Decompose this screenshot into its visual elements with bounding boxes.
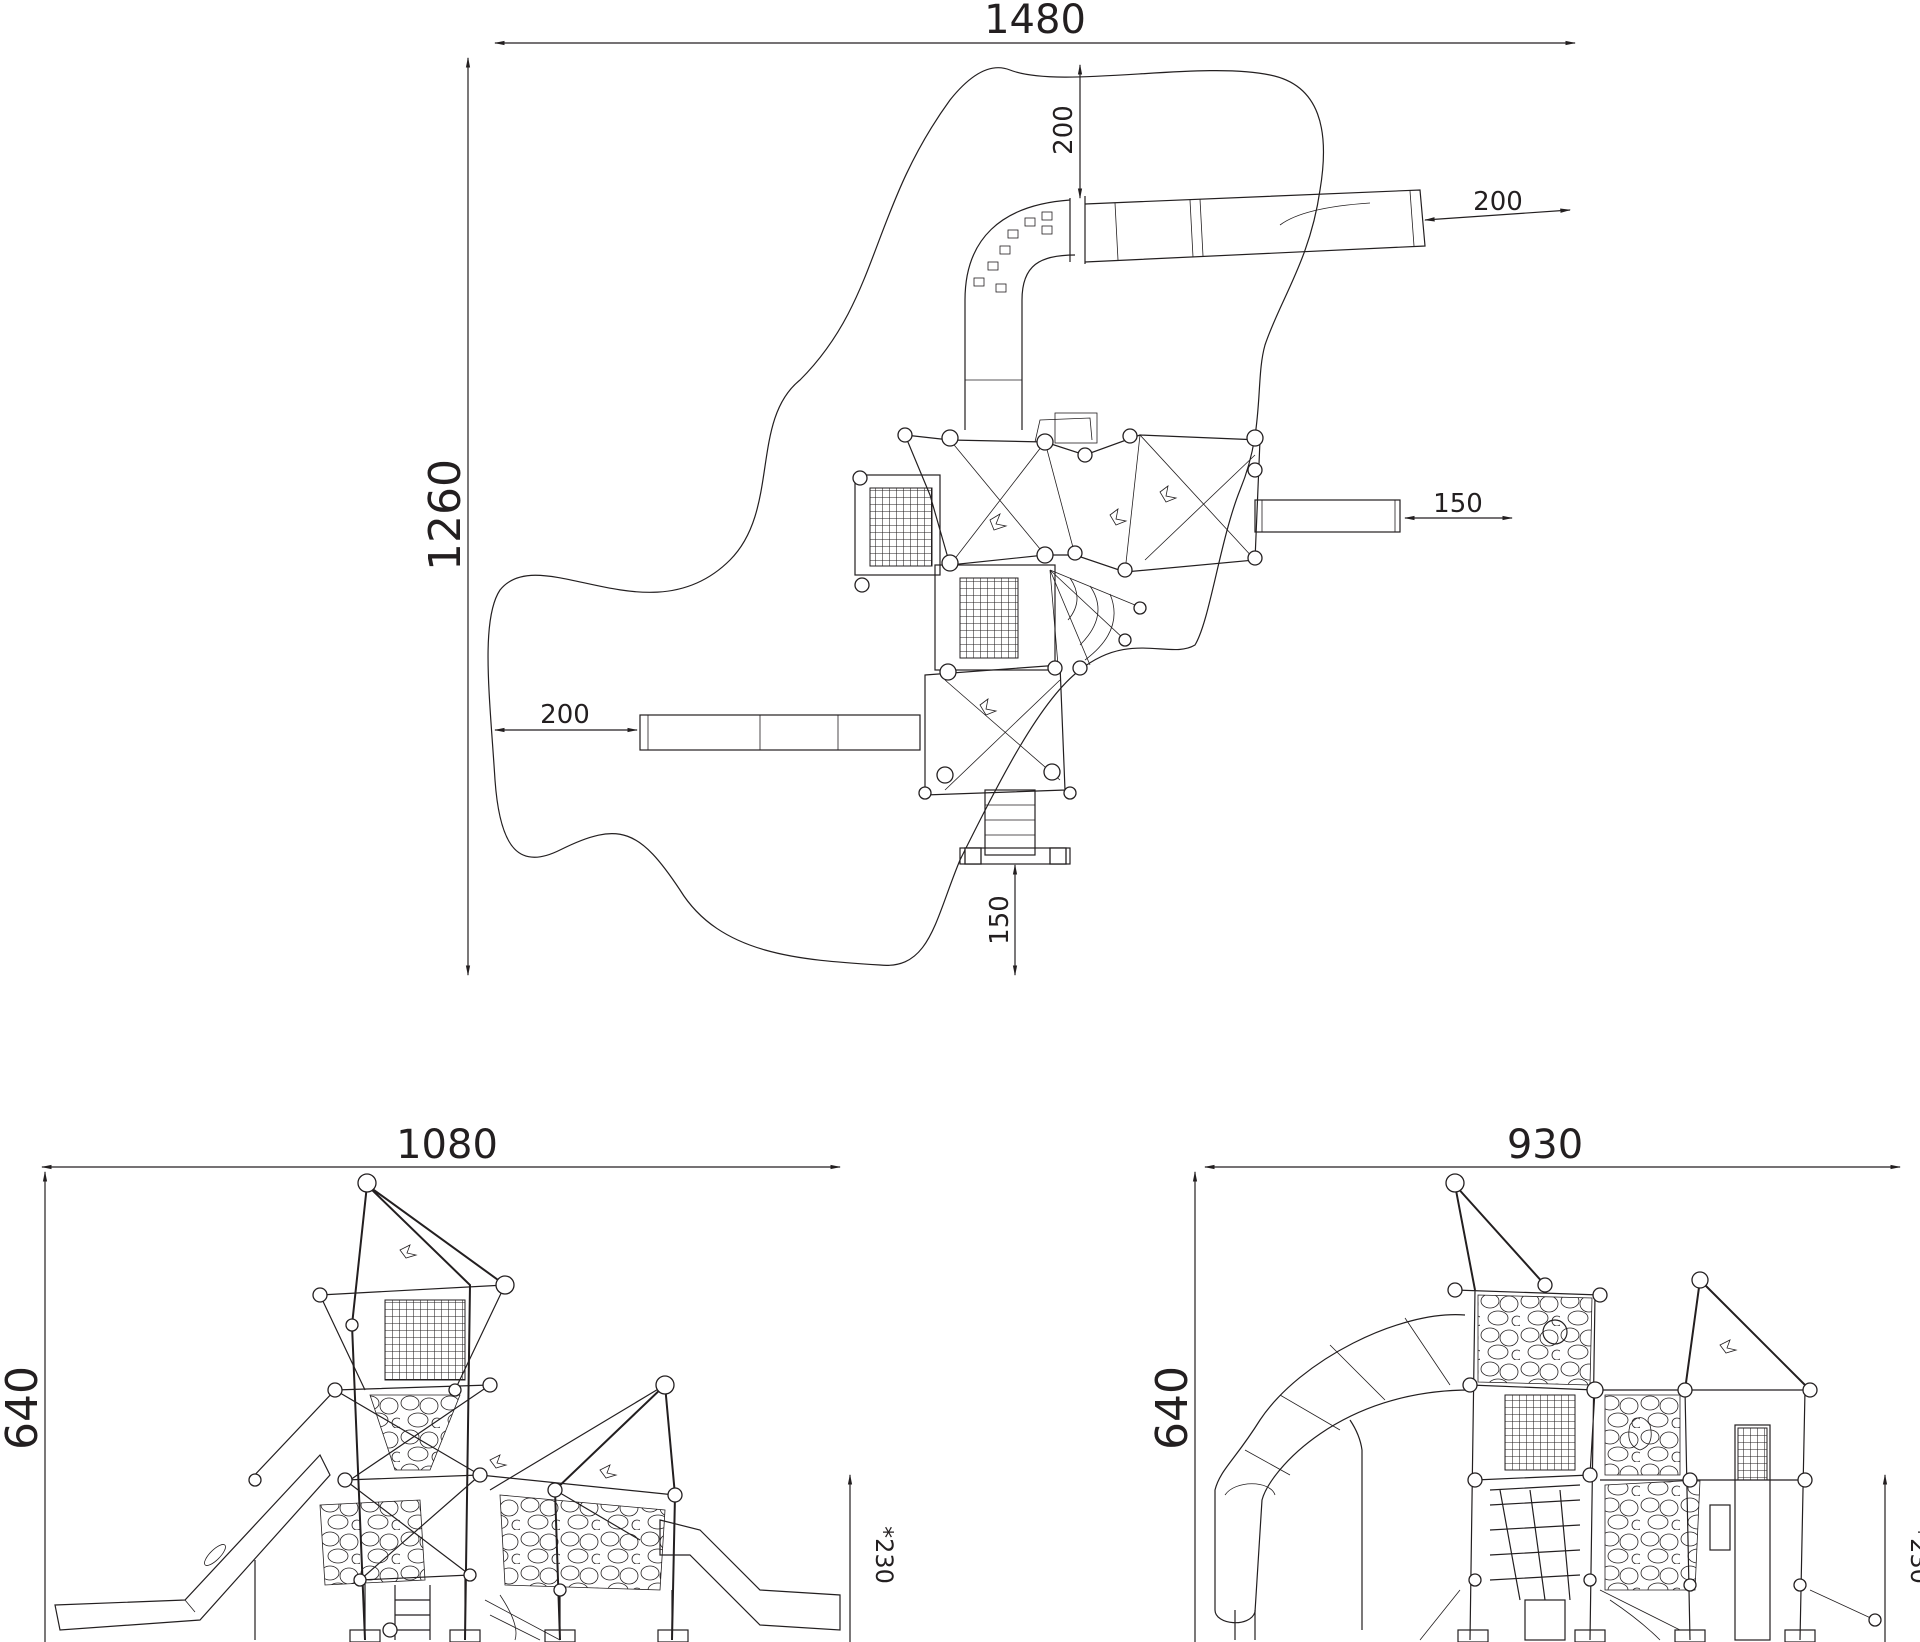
dim-clearance-left: 200 [540,700,590,730]
plan-slide-left [639,714,921,751]
dim-side-width: 930 [1507,1122,1583,1168]
dim-clearance-slide-end: 200 [1473,187,1523,217]
plan-ladder-bottom [959,789,1071,865]
dim-clearance-top-tube: 200 [1049,105,1079,155]
front-joint-nodes [248,1173,683,1638]
plan-tube-slide [964,189,1426,430]
side-elevation: 930 640 *230 [1147,1122,1920,1642]
plan-slide-right [1254,499,1401,533]
side-joint-nodes [1445,1173,1818,1592]
plan-view: 1480 1260 200 200 150 200 150 [420,0,1577,977]
dim-clearance-bottom: 150 [985,895,1015,945]
front-tall-tower [249,1184,506,1641]
dim-clearance-right: 150 [1433,489,1483,519]
dim-front-width: 1080 [396,1122,498,1168]
dim-side-fall-height: *230 [1905,1526,1920,1584]
side-ropes [1419,1589,1876,1641]
side-tall-tower [1454,1184,1601,1641]
side-right-tower [1600,1279,1815,1641]
side-posts [1457,1599,1816,1642]
dim-overall-depth: 1260 [420,459,471,571]
front-web [484,1594,561,1641]
plan-tower-structure [852,412,1264,800]
front-slide-left [54,1453,331,1631]
front-right-frame [479,1384,677,1641]
dim-front-fall-height: *230 [870,1526,898,1584]
front-slide-right [659,1519,841,1631]
plan-safety-zone [487,67,1325,966]
front-ladder [394,1585,431,1640]
dim-overall-width: 1480 [984,0,1086,43]
dim-side-height: 640 [1147,1366,1198,1450]
side-tube-slide [1214,1314,1471,1640]
front-posts [254,1560,689,1642]
front-elevation: 1080 640 *230 [0,1122,898,1642]
dim-front-height: 640 [0,1366,48,1450]
dim-line-clearance-slide [1423,208,1572,222]
plan-joint-nodes [852,427,1264,800]
